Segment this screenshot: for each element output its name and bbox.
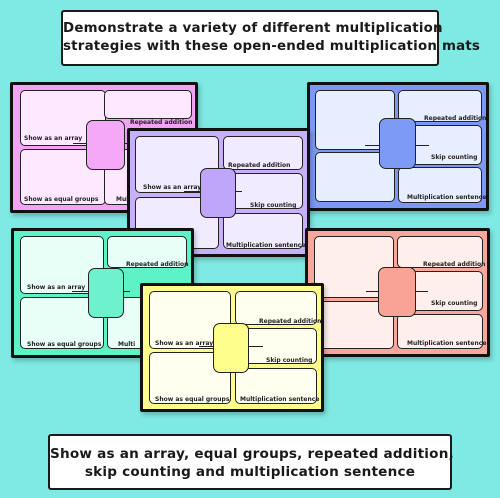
label-sentence: Multi xyxy=(118,341,136,348)
quad-top-right xyxy=(104,90,192,119)
center-box xyxy=(213,323,249,373)
label-array: Show as an array xyxy=(27,284,86,291)
label-array: Show as an array xyxy=(143,184,202,191)
label-repeated: Repeated addition xyxy=(228,162,291,169)
label-sentence: Multiplication sentence xyxy=(240,396,320,403)
label-sentence: Multiplication sentence xyxy=(226,242,306,249)
mat-blue: Repeated addition Skip counting Multipli… xyxy=(307,82,489,211)
label-repeated: Repeated addition xyxy=(423,261,486,268)
quad-sentence xyxy=(235,368,317,404)
mat-salmon: Repeated addition Skip counting Multipli… xyxy=(305,228,490,357)
quad-top-right xyxy=(223,136,303,170)
footer-line-1: Show as an array, equal groups, repeated… xyxy=(50,446,454,462)
label-sentence: Multi xyxy=(116,196,134,203)
quad-sentence xyxy=(397,314,483,349)
label-repeated: Repeated addition xyxy=(259,318,322,325)
footer-banner: Show as an array, equal groups, repeated… xyxy=(48,434,454,490)
label-groups: Show as equal groups xyxy=(155,396,230,403)
label-repeated: Repeated addition xyxy=(130,119,193,126)
label-groups: Show as equal groups xyxy=(24,196,99,203)
label-sentence: Multiplication sentence xyxy=(407,340,487,347)
center-box xyxy=(379,118,416,169)
label-skip: Skip counting xyxy=(431,154,478,161)
label-skip: Skip counting xyxy=(250,202,297,209)
quad-sentence xyxy=(223,213,303,249)
header-line-1: Demonstrate a variety of different multi… xyxy=(63,21,443,36)
quad-top-right xyxy=(398,90,482,122)
center-box xyxy=(88,268,124,318)
label-array: Show as an array xyxy=(155,340,214,347)
label-sentence: Multiplication sentence xyxy=(407,194,487,201)
footer-line-2: skip counting and multiplication sentenc… xyxy=(84,464,416,480)
quad-top-right xyxy=(235,291,317,325)
label-repeated: Repeated addition xyxy=(424,115,487,122)
label-array: Show as an array xyxy=(24,135,83,142)
label-repeated: Repeated addition xyxy=(126,261,189,268)
quad-top-right xyxy=(107,236,187,268)
label-groups: Show as equal groups xyxy=(27,341,102,348)
quad-top-right xyxy=(397,236,483,268)
center-box xyxy=(378,267,416,317)
label-skip: Skip counting xyxy=(266,357,313,364)
center-box xyxy=(86,120,125,170)
header-line-2: strategies with these open-ended multipl… xyxy=(63,39,481,54)
mat-pink: Show as an array Repeated addition Show … xyxy=(10,82,198,213)
header-banner: Demonstrate a variety of different multi… xyxy=(61,10,481,66)
label-skip: Skip counting xyxy=(431,300,478,307)
quad-sentence xyxy=(398,167,482,203)
mat-yellow: Repeated addition Show as an array Skip … xyxy=(140,283,324,412)
center-box xyxy=(200,168,236,218)
